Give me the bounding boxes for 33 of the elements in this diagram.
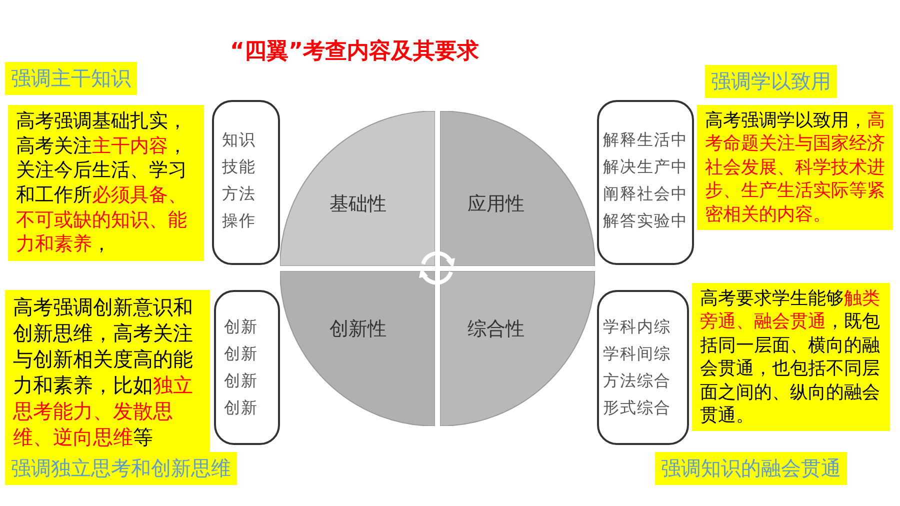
heading-banner: 强调知识的融会贯通 [655, 452, 847, 485]
heading-banner: 强调主干知识 [5, 62, 137, 95]
heading-banner: 强调学以致用 [705, 65, 837, 98]
quadrant-label: 创新性 [330, 316, 386, 342]
list-item: 知识 [222, 130, 256, 151]
list-item: 解释生活中 [603, 130, 688, 151]
list-item: 形式综合 [603, 398, 671, 419]
quadrant-label: 基础性 [330, 192, 386, 216]
list-item: 学科内综 [603, 317, 671, 338]
list-item: 学科间综 [603, 344, 671, 365]
quadrant-label: 应用性 [468, 192, 524, 216]
note-box: 高考强调基础扎实，高考关注主干内容，关注今后生活、学习和工作所必须具备、不可或缺的知识、能力和素养， [8, 105, 204, 262]
heading-banner: 强调独立思考和创新思维 [5, 452, 237, 485]
quadrant-label: 综合性 [468, 316, 524, 342]
list-item: 方法综合 [603, 371, 671, 392]
list-item: 解决生产中 [603, 157, 688, 178]
list-item: 方法 [222, 184, 256, 205]
list-item: 创新 [224, 371, 258, 392]
rounded-panel [212, 100, 280, 265]
rounded-panel [214, 290, 280, 445]
list-item: 阐释社会中 [603, 184, 688, 205]
list-item: 创新 [224, 398, 258, 419]
list-item: 解答实验中 [603, 211, 688, 232]
rounded-panel [597, 290, 689, 445]
list-item: 创新 [224, 317, 258, 338]
note-box: 高考要求学生能够触类旁通、融会贯通，既包括同一层面、横向的融会贯通，也包括不同层面之间的、纵向的融会贯通。 [692, 283, 890, 432]
list-item: 技能 [222, 157, 256, 178]
diagram-title: “四翼”考查内容及其要求 [230, 38, 479, 66]
note-box: 高考强调创新意识和创新思维，高考关注与创新相关度高的能力和素养，比如独立思考能力、发散思维、逆向思维等 [5, 290, 210, 454]
list-item: 操作 [222, 211, 256, 232]
rounded-panel [597, 100, 694, 265]
list-item: 创新 [224, 344, 258, 365]
note-box: 高考强调学以致用，高考命题关注与国家经济社会发展、科学技术进步、生产生活实际等紧密相关的内容。 [697, 105, 893, 230]
